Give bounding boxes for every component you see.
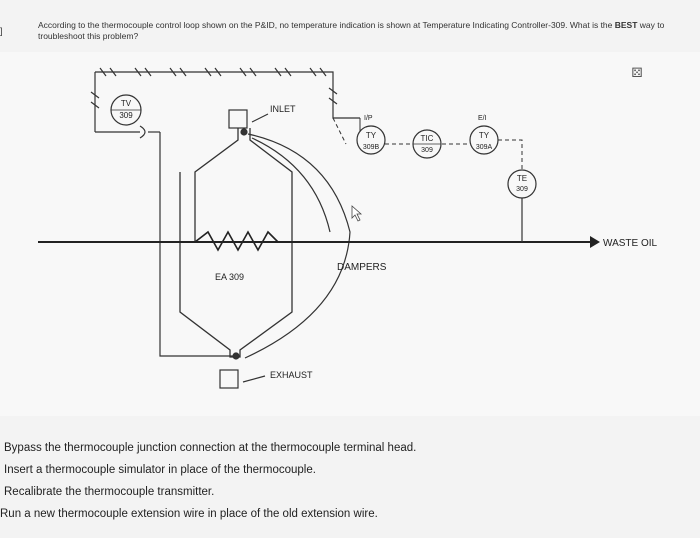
option-a[interactable]: Bypass the thermocouple junction connect… xyxy=(4,442,417,454)
tv-number: 309 xyxy=(119,111,133,120)
damper-curves xyxy=(244,133,351,359)
answer-options: Bypass the thermocouple junction connect… xyxy=(0,437,700,525)
question-suffix: way to troubleshoot this problem? xyxy=(38,20,665,41)
option-c[interactable]: Recalibrate the thermocouple transmitter… xyxy=(4,486,215,498)
te-309-bubble: TE 309 xyxy=(507,169,537,199)
option-b[interactable]: Insert a thermocouple simulator in place… xyxy=(4,464,316,476)
exhaust-damper xyxy=(219,369,266,389)
ty-te-signal-line xyxy=(498,139,523,170)
mouse-cursor-icon xyxy=(351,205,363,222)
tic-label: TIC xyxy=(421,134,434,143)
ty-a-label: TY xyxy=(479,131,490,140)
tv-309-bubble: TV 309 xyxy=(110,94,142,126)
question-emphasis: BEST xyxy=(614,20,638,30)
tv-valve-actuator xyxy=(95,125,160,139)
te-number: 309 xyxy=(516,186,528,193)
damper-linkage xyxy=(159,128,248,360)
ty-b-label: TY xyxy=(366,131,377,140)
question-text: According to the thermocouple control lo… xyxy=(38,20,693,42)
tic-309-bubble: TIC 309 xyxy=(412,129,442,159)
tv-label: TV xyxy=(121,99,132,108)
tic-number: 309 xyxy=(421,147,433,154)
heater-element-icon xyxy=(194,230,279,252)
dampers-label: DAMPERS xyxy=(337,262,387,273)
inlet-label: INLET xyxy=(270,104,296,114)
exhaust-label: EXHAUST xyxy=(270,370,313,380)
waste-oil-line xyxy=(38,236,600,248)
pneumatic-signal-line xyxy=(90,67,360,132)
ty-309a-bubble: TY 309A xyxy=(469,125,499,155)
ip-label: I/P xyxy=(364,115,373,122)
settings-icon[interactable]: ⚄ xyxy=(631,65,643,80)
waste-oil-label: WASTE OIL xyxy=(603,238,658,249)
ei-label: E/I xyxy=(478,115,487,122)
incinerator-vessel xyxy=(179,128,293,358)
inlet-damper xyxy=(228,109,269,129)
left-edge-mark: ] xyxy=(0,26,3,36)
ty-a-number: 309A xyxy=(476,144,493,151)
ea-309-label: EA 309 xyxy=(215,272,244,282)
question-prefix: According to the thermocouple control lo… xyxy=(38,20,615,30)
te-label: TE xyxy=(517,174,527,183)
electric-signal-lines xyxy=(332,117,468,145)
pid-diagram-panel: TV 309 INLET DAMPE xyxy=(0,52,700,416)
pid-diagram: TV 309 INLET DAMPE xyxy=(38,67,658,389)
ty-309b-bubble: TY 309B xyxy=(356,125,386,155)
ty-b-number: 309B xyxy=(363,144,380,151)
option-d[interactable]: Run a new thermocouple extension wire in… xyxy=(0,508,378,520)
